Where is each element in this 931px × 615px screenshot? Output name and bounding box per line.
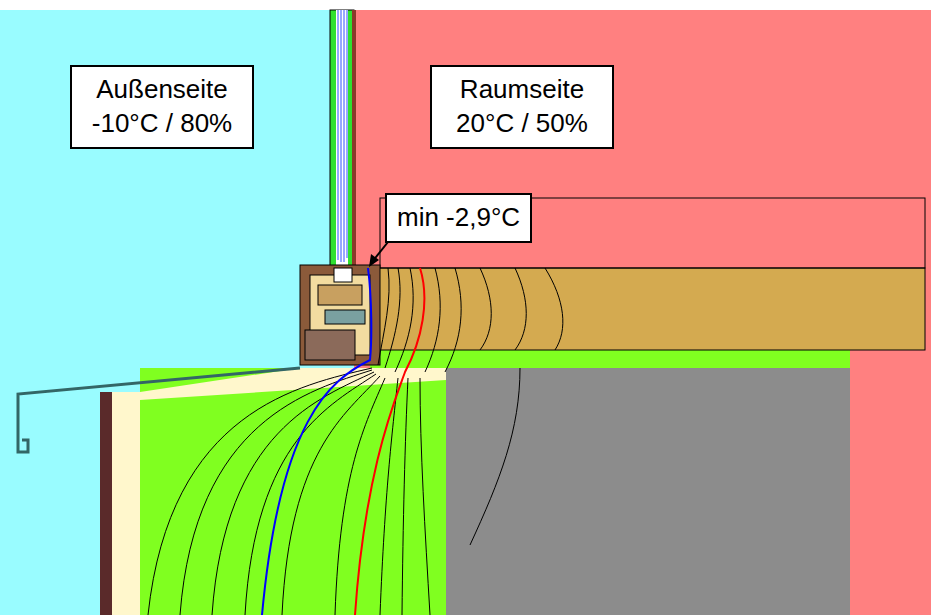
concrete bbox=[446, 368, 850, 615]
glazing bbox=[330, 10, 354, 268]
glass-isotherms bbox=[338, 10, 347, 262]
render-base bbox=[112, 392, 140, 615]
frame-reinforcement bbox=[325, 310, 365, 324]
window-frame bbox=[300, 265, 380, 365]
window-sill bbox=[365, 268, 925, 350]
insulation bbox=[140, 368, 446, 615]
glazing-bead bbox=[334, 268, 352, 282]
box-text: Raumseite 20°C / 50% bbox=[442, 73, 602, 141]
frame-chamber bbox=[318, 285, 362, 305]
top-margin bbox=[0, 0, 931, 10]
glazing-seal bbox=[352, 10, 356, 268]
leader-arrowhead bbox=[369, 254, 379, 267]
label-box: Raumseite 20°C / 50% bbox=[430, 65, 614, 149]
label-box: Außenseite -10°C / 80% bbox=[70, 65, 254, 149]
frame-profile bbox=[305, 330, 355, 360]
exterior-render bbox=[100, 392, 112, 615]
sill-bed bbox=[370, 350, 850, 368]
box-text: min -2,9°C bbox=[397, 201, 520, 235]
isotherms bbox=[148, 268, 563, 615]
box-text: Außenseite -10°C / 80% bbox=[82, 73, 242, 141]
isotherm-zero bbox=[262, 268, 371, 615]
label-box: min -2,9°C bbox=[385, 193, 532, 243]
glazing-cavity bbox=[336, 10, 348, 268]
isotherm-dewpoint bbox=[355, 268, 424, 615]
